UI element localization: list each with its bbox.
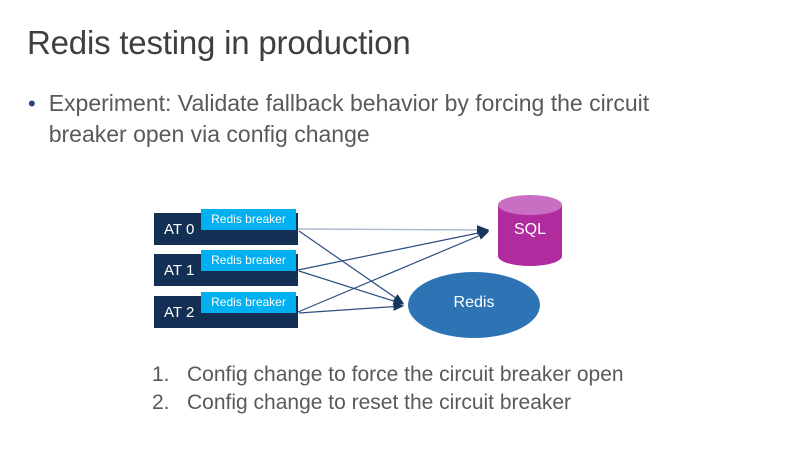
node-at0-label: AT 0 (164, 221, 195, 238)
step-1-number: 1. (152, 363, 170, 386)
sql-label: SQL (513, 221, 546, 238)
sql-database-cylinder: SQL (498, 195, 562, 266)
redis-label: Redis (453, 294, 495, 311)
list-item: 1. Config change to force the circuit br… (152, 361, 624, 389)
edge-at1-redis (298, 270, 405, 306)
edge-at0-sql (297, 225, 490, 235)
step-2-text: Config change to reset the circuit break… (187, 391, 572, 414)
edge-at1-sql (297, 228, 490, 271)
list-item: 2. Config change to reset the circuit br… (152, 389, 624, 417)
redis-node: Redis (408, 272, 540, 338)
breaker-chip-at2: Redis breaker (201, 292, 296, 313)
breaker-chip-at0-label: Redis breaker (211, 212, 286, 226)
breaker-chip-at2-label: Redis breaker (211, 295, 286, 309)
breaker-chip-at0: Redis breaker (201, 209, 296, 230)
node-at1-label: AT 1 (164, 262, 195, 279)
breaker-chip-at1-label: Redis breaker (211, 253, 286, 267)
step-2-number: 2. (152, 391, 170, 414)
sql-cylinder-top (498, 195, 562, 215)
bullet-paragraph: • Experiment: Validate fallback behavior… (28, 88, 649, 150)
steps-list: 1. Config change to force the circuit br… (152, 361, 624, 417)
node-at2-label: AT 2 (164, 304, 195, 321)
slide-title: Redis testing in production (27, 24, 411, 61)
step-1-text: Config change to force the circuit break… (187, 363, 624, 386)
bullet-marker: • (28, 91, 36, 116)
bullet-text: Experiment: Validate fallback behavior b… (49, 88, 649, 150)
breaker-chip-at1: Redis breaker (201, 250, 296, 271)
edge-at0-redis (298, 230, 404, 304)
bullet-line-1: Experiment: Validate fallback behavior b… (48, 90, 650, 116)
bullet-line-2: breaker open via config change (48, 121, 370, 147)
edge-at2-redis (298, 302, 405, 314)
